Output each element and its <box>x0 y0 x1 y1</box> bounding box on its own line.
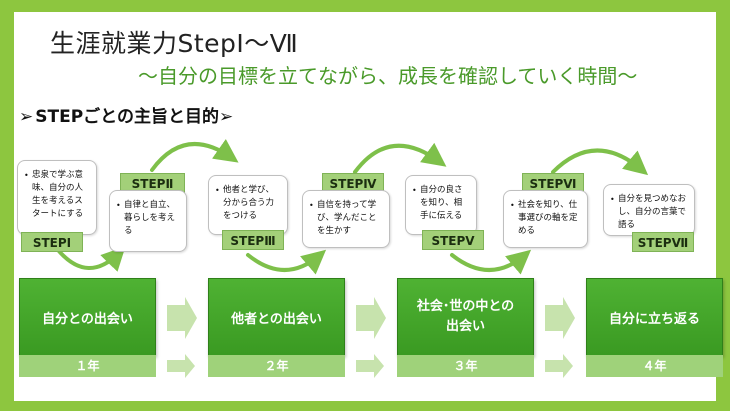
page-subtitle: 〜自分の目標を立てながら、成長を確認していく時間〜 <box>138 64 638 88</box>
bullet-icon: • <box>610 195 615 204</box>
chevron-right-icon <box>356 297 386 339</box>
step-1-text: 忠泉で学ぶ意味、自分の人生を考えるスタートにする <box>32 170 84 219</box>
year-label-3: ３年 <box>397 355 534 377</box>
year-label-1: １年 <box>19 355 156 377</box>
step-4-text: 自信を持って学び、学んだことを生かす <box>317 200 377 236</box>
step-7-note: • 自分を見つめなおし、自分の言葉で語る <box>603 184 695 236</box>
step-2-note: • 自律と自立、暮らしを考える <box>109 190 187 252</box>
step-7-label: STEPⅦ <box>632 232 694 252</box>
bullet-icon: • <box>510 201 515 210</box>
phase-2-title: 他者との出会い <box>231 311 322 327</box>
section-heading: ➢STEPごとの主旨と目的➢ <box>19 102 235 127</box>
arc-5-6 <box>450 249 532 275</box>
arrow-bullet-icon: ➢ <box>219 107 234 127</box>
page-title: 生涯就業力StepⅠ〜Ⅶ <box>50 29 299 58</box>
phase-4-title: 自分に立ち返る <box>608 311 700 327</box>
bullet-icon: • <box>309 201 314 210</box>
step-6-text: 社会を知り、仕事選びの軸を定める <box>518 200 578 236</box>
step-3-label: STEPⅢ <box>222 230 284 250</box>
phase-box-2: 他者との出会い <box>208 278 345 356</box>
phase-box-1: 自分との出会い <box>19 278 156 356</box>
section-heading-text: STEPごとの主旨と目的 <box>35 107 219 127</box>
step-5-note: • 自分の良さを知り、相手に伝える <box>405 175 477 235</box>
phase-1-title: 自分との出会い <box>42 311 133 327</box>
step-5-text: 自分の良さを知り、相手に伝える <box>420 185 463 221</box>
step-3-text: 他者と学び、分から合う力をつける <box>223 185 275 221</box>
arc-2-3 <box>150 138 239 172</box>
phase-3-title: 社会･世の中との出会い <box>416 299 515 334</box>
step-4-note: • 自信を持って学び、学んだことを生かす <box>302 190 390 248</box>
chevron-right-icon <box>545 354 573 378</box>
step-5-label: STEPⅤ <box>422 230 484 250</box>
arc-4-5 <box>353 142 447 174</box>
year-label-2: ２年 <box>208 355 345 377</box>
chevron-right-icon <box>356 354 384 378</box>
chevron-right-icon <box>167 297 197 339</box>
chevron-right-icon <box>545 297 575 339</box>
arc-1-2 <box>56 246 126 272</box>
bullet-icon: • <box>116 201 121 210</box>
step-7-text: 自分を見つめなおし、自分の言葉で語る <box>618 194 687 230</box>
step-6-note: • 社会を知り、仕事選びの軸を定める <box>503 190 588 248</box>
step-1-note: • 忠泉で学ぶ意味、自分の人生を考えるスタートにする <box>17 160 97 235</box>
arc-3-4 <box>246 249 327 275</box>
bullet-icon: • <box>412 186 417 195</box>
year-label-4: ４年 <box>586 355 723 377</box>
phase-box-4: 自分に立ち返る <box>586 278 723 356</box>
step-2-text: 自律と自立、暮らしを考える <box>124 200 176 236</box>
phase-box-3: 社会･世の中との出会い <box>397 278 534 356</box>
arrow-bullet-icon: ➢ <box>19 107 34 127</box>
bullet-icon: • <box>215 186 220 195</box>
step-1-label: STEPⅠ <box>21 232 83 252</box>
bullet-icon: • <box>24 171 29 180</box>
chevron-right-icon <box>167 354 195 378</box>
arc-6-7 <box>551 148 649 176</box>
